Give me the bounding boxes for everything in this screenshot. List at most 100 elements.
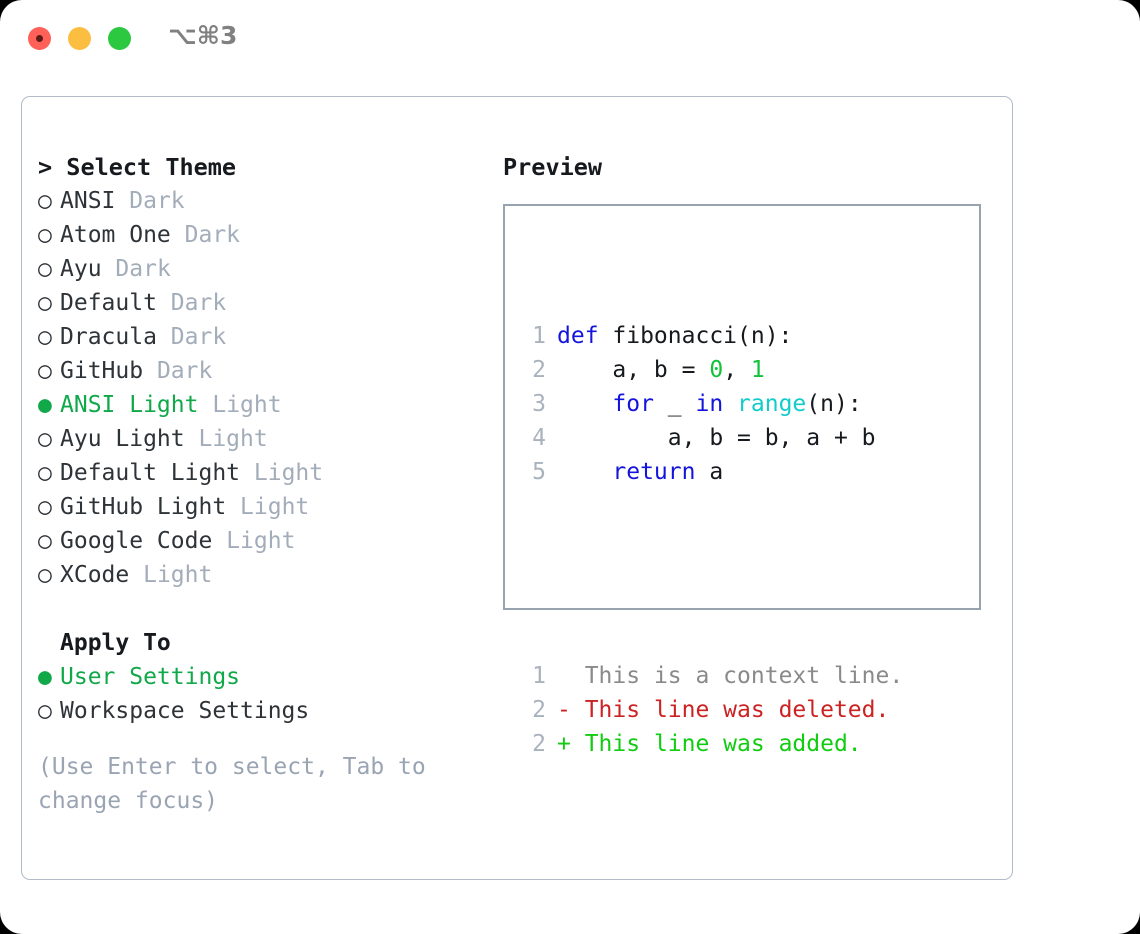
diff-line-number: 2 (532, 731, 546, 757)
diff-marker: - (557, 697, 571, 723)
code-token: _ (653, 391, 696, 417)
diff-text: This line was deleted. (570, 697, 890, 723)
close-window-icon[interactable] (28, 27, 51, 50)
section-spacer (38, 592, 478, 626)
theme-variant-label: Light (240, 494, 310, 520)
theme-list-header: > Select Theme (38, 150, 478, 184)
apply-to-item[interactable]: ○ Workspace Settings (38, 694, 478, 728)
theme-list-item[interactable]: ○ Ayu Dark (38, 252, 478, 286)
theme-name-label: Atom One (60, 222, 171, 248)
theme-list-item[interactable]: ○GitHub Light Light (38, 490, 478, 524)
code-token: fibonacci(n): (598, 323, 793, 349)
radio-unselected-icon[interactable]: ○ (38, 324, 52, 350)
diff-line: 1 This is a context line. (522, 659, 903, 693)
code-token: a, b = b, a + b (557, 425, 876, 451)
radio-unselected-icon[interactable]: ○ (38, 358, 52, 384)
radio-unselected-icon[interactable]: ○ (38, 222, 52, 248)
radio-unselected-icon[interactable]: ○ (38, 188, 52, 214)
theme-list-item[interactable]: ○Default Dark (38, 286, 478, 320)
code-line: 5 return a (522, 455, 903, 489)
code-token: for (612, 391, 654, 417)
code-token: a, b = (557, 357, 710, 383)
theme-variant-label: Light (198, 426, 268, 452)
theme-variant-label: Light (226, 528, 296, 554)
theme-list-item[interactable]: ○ GitHub Dark (38, 354, 478, 388)
code-token: (n): (806, 391, 862, 417)
apply-to-item[interactable]: ● User Settings (38, 660, 478, 694)
code-line-number: 1 (532, 323, 546, 349)
theme-variant-label: Dark (170, 290, 227, 316)
code-token (557, 391, 612, 417)
theme-variant-label: Dark (156, 358, 213, 384)
radio-unselected-icon[interactable]: ○ (38, 698, 52, 724)
theme-name-label: Ayu Light (60, 426, 185, 452)
theme-variant-label: Dark (115, 256, 171, 282)
theme-list: ○ANSI Dark○Atom One Dark○Ayu Dark○Defaul… (38, 184, 478, 592)
code-token: in (695, 391, 724, 417)
code-line: 1 def fibonacci(n): (522, 319, 903, 353)
apply-to-header: Apply To (60, 630, 171, 656)
theme-variant-label: Dark (170, 324, 227, 350)
diff-marker: + (557, 731, 571, 757)
theme-name-label: Dracula (60, 324, 157, 350)
radio-unselected-icon[interactable]: ○ (38, 426, 52, 452)
radio-unselected-icon[interactable]: ○ (38, 528, 52, 554)
code-diff-gap (522, 557, 903, 591)
radio-selected-icon[interactable]: ● (38, 392, 52, 418)
preview-title: Preview (503, 153, 603, 181)
theme-name-label: ANSI (60, 188, 116, 214)
theme-variant-label: Dark (129, 188, 185, 214)
theme-list-item[interactable]: ○ Dracula Dark (38, 320, 478, 354)
theme-list-item[interactable]: ● ANSI Light Light (38, 388, 478, 422)
code-token: def (557, 323, 599, 349)
code-line-number: 2 (532, 357, 546, 383)
theme-list-item[interactable]: ○XCode Light (38, 558, 478, 592)
theme-list-item[interactable]: ○ Ayu Light Light (38, 422, 478, 456)
diff-text: This line was added. (570, 731, 862, 757)
code-line-number: 5 (532, 459, 546, 485)
radio-unselected-icon[interactable]: ○ (38, 290, 52, 316)
radio-unselected-icon[interactable]: ○ (38, 562, 52, 588)
code-token (557, 459, 612, 485)
radio-unselected-icon[interactable]: ○ (38, 256, 52, 282)
radio-unselected-icon[interactable]: ○ (38, 494, 52, 520)
code-token (723, 391, 737, 417)
main-panel: > Select Theme ○ANSI Dark○Atom One Dark○… (21, 96, 1013, 880)
theme-variant-label: Light (212, 392, 282, 418)
theme-name-label: ANSI Light (60, 392, 199, 418)
diff-marker (557, 663, 571, 689)
theme-variant-label: Dark (184, 222, 241, 248)
theme-variant-label: Light (253, 460, 324, 486)
theme-name-label: Ayu (60, 256, 102, 282)
apply-to-label: User Settings (60, 664, 241, 690)
theme-list-item[interactable]: ○ ANSI Dark (38, 184, 478, 218)
apply-to-label: Workspace Settings (60, 698, 310, 724)
theme-list-item[interactable]: ○Google Code Light (38, 524, 478, 558)
radio-selected-icon[interactable]: ● (38, 664, 52, 690)
theme-list-item[interactable]: ○ Atom One Dark (38, 218, 478, 252)
minimize-window-icon[interactable] (68, 27, 91, 50)
prompt-caret-icon: > (38, 153, 67, 181)
apply-to-list: ● User Settings ○ Workspace Settings (38, 660, 478, 728)
theme-list-item[interactable]: ○ Default Light Light (38, 456, 478, 490)
theme-list-header-label: Select Theme (66, 153, 237, 181)
code-line: 4 a, b = b, a + b (522, 421, 903, 455)
code-token: 1 (750, 357, 765, 383)
code-token: return (612, 459, 696, 485)
code-line: 3 for _ in range(n): (522, 387, 903, 421)
code-token: range (737, 391, 807, 417)
title-bar: ⌥⌘3 (0, 0, 1140, 78)
diff-line-number: 1 (532, 663, 546, 689)
theme-selection-column: > Select Theme ○ANSI Dark○Atom One Dark○… (38, 150, 478, 818)
theme-name-label: Default Light (60, 460, 241, 486)
code-line: 2 a, b = 0, 1 (522, 353, 903, 387)
radio-unselected-icon[interactable]: ○ (38, 460, 52, 486)
maximize-window-icon[interactable] (108, 27, 131, 50)
theme-name-label: GitHub (60, 358, 144, 384)
diff-line: 2- This line was deleted. (522, 693, 903, 727)
diff-sample: 1 This is a context line.2- This line wa… (522, 659, 903, 761)
